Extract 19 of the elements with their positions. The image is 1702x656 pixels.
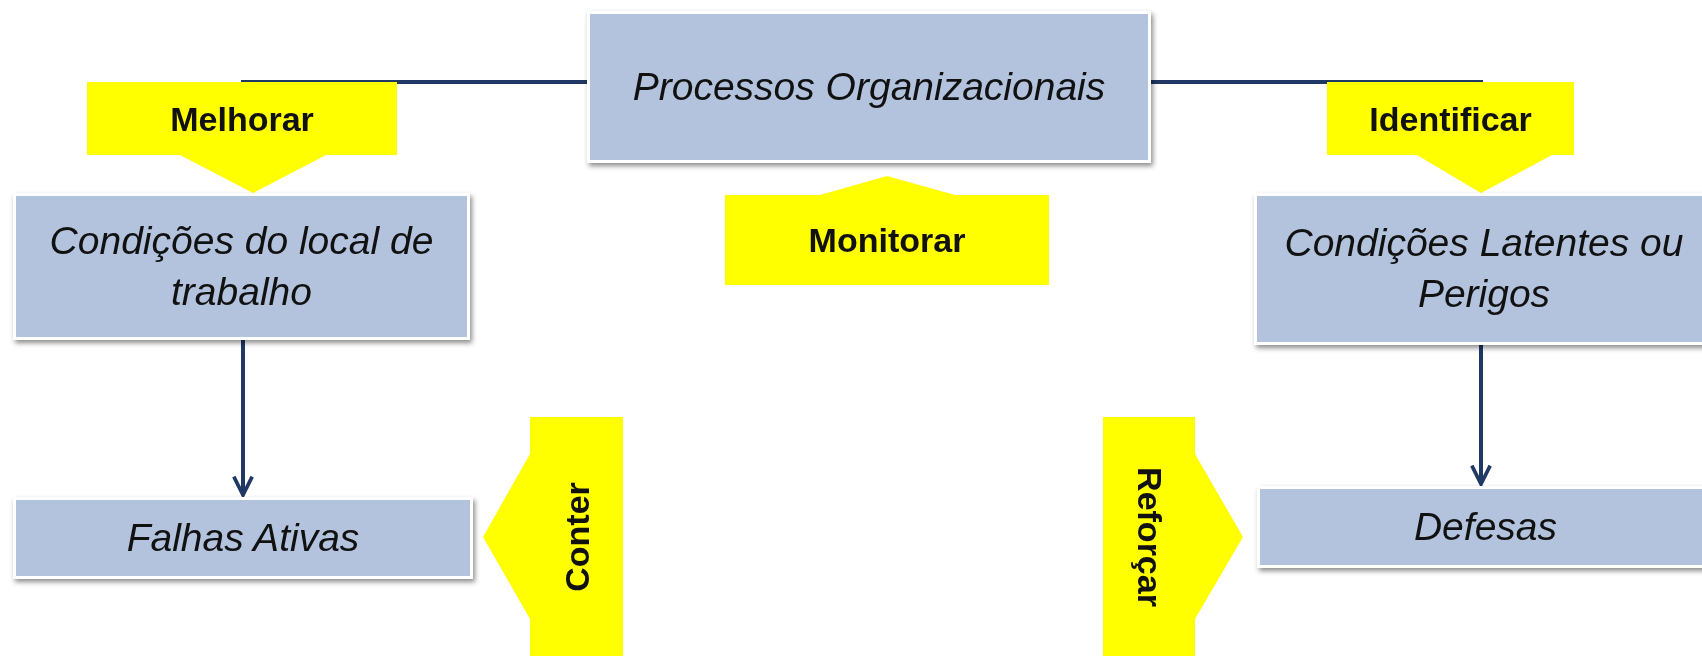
arrow-label: Identificar: [1369, 99, 1532, 138]
arrow-label: Reforçar: [1129, 466, 1169, 607]
arrow-label: Melhorar: [170, 99, 314, 138]
process-box: Defesas: [1257, 486, 1702, 568]
arrow: [232, 340, 254, 497]
connector-line: [1151, 80, 1483, 84]
arrow: [1470, 345, 1492, 486]
connector-line: [241, 80, 587, 84]
block-arrow: [483, 417, 623, 656]
block-arrow: [87, 82, 397, 193]
block-arrow: [725, 176, 1049, 285]
arrow-label: Monitorar: [808, 220, 966, 260]
arrow-label: Conter: [557, 481, 596, 592]
block-arrow: [1103, 417, 1243, 656]
process-box: Condições do local de trabalho: [13, 193, 470, 340]
block-arrow: [1327, 82, 1574, 193]
process-box: Processos Organizacionais: [587, 11, 1151, 163]
process-box: Condições Latentes ou Perigos: [1254, 193, 1702, 345]
process-box: Falhas Ativas: [13, 497, 473, 579]
